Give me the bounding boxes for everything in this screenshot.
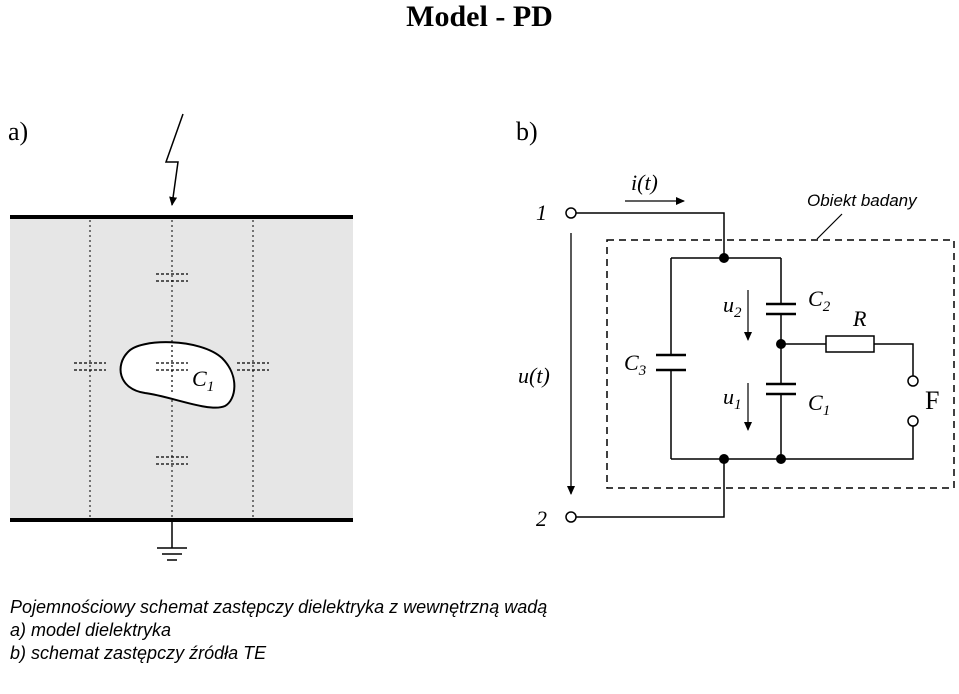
resistor-label: R bbox=[852, 306, 867, 331]
caption-line-3: b) schemat zastępczy źródła TE bbox=[10, 643, 267, 663]
voltage-label: u(t) bbox=[518, 363, 550, 388]
u1-label: u1 bbox=[723, 384, 742, 413]
ground-icon bbox=[157, 522, 187, 561]
caption-line-2: a) model dielektryka bbox=[10, 620, 172, 640]
void-capacitor-label: C1 bbox=[192, 366, 214, 395]
panel-a: a) C1 bbox=[8, 113, 353, 561]
page-title: Model - PD bbox=[406, 0, 553, 33]
lightning-icon bbox=[164, 113, 184, 206]
terminal-1-label: 1 bbox=[536, 200, 547, 225]
spark-gap-bottom-icon bbox=[907, 415, 919, 427]
spark-gap-label: F bbox=[925, 386, 939, 415]
figure-caption: Pojemnościowy schemat zastępczy dielektr… bbox=[10, 596, 547, 665]
capacitor-plates bbox=[656, 302, 796, 396]
void-defect bbox=[119, 341, 236, 409]
caption-line-1: Pojemnościowy schemat zastępczy dielektr… bbox=[10, 597, 548, 617]
spark-gap-top-icon bbox=[907, 375, 919, 387]
c2-label: C2 bbox=[808, 286, 831, 315]
terminal-2-icon bbox=[565, 511, 577, 523]
panel-b-label: b) bbox=[516, 117, 538, 146]
panel-b: b) 1 2 i(t) u(t) Obiekt badany bbox=[516, 117, 955, 531]
terminal-2-label: 2 bbox=[536, 506, 547, 531]
current-label: i(t) bbox=[631, 170, 658, 195]
junction-dots bbox=[719, 253, 786, 464]
void-capacitor-symbol bbox=[156, 345, 188, 395]
object-box bbox=[606, 239, 955, 489]
resistor-icon bbox=[825, 335, 875, 353]
c3-label: C3 bbox=[624, 350, 646, 379]
object-pointer bbox=[816, 213, 843, 240]
c1-label: C1 bbox=[808, 390, 830, 419]
object-label: Obiekt badany bbox=[807, 191, 918, 210]
panel-a-label: a) bbox=[8, 117, 28, 146]
terminal-1-icon bbox=[565, 207, 577, 219]
u2-label: u2 bbox=[723, 292, 742, 321]
